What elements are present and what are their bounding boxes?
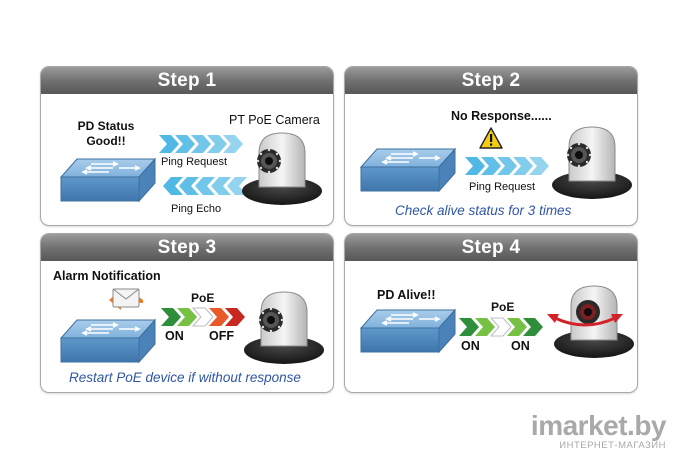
ptz-camera-icon (241, 286, 327, 368)
ptz-camera-icon (551, 280, 637, 362)
camera-label: PT PoE Camera (229, 113, 320, 127)
no-response-label: No Response...... (451, 109, 552, 123)
step-2-title: Step 2 (345, 67, 637, 94)
step-3-caption: Restart PoE device if without response (69, 370, 301, 385)
alarm-notification-label: Alarm Notification (53, 269, 161, 283)
step-2-caption: Check alive status for 3 times (395, 203, 572, 218)
step-1-panel: Step 1 PD Status Good!! Ping Re (40, 66, 334, 226)
ping-request-arrows (159, 133, 243, 155)
step-3-title: Step 3 (41, 234, 333, 261)
ping-request-label: Ping Request (469, 181, 536, 193)
poe-label: PoE (491, 300, 515, 314)
step-1-title: Step 1 (41, 67, 333, 94)
network-switch-icon (59, 157, 157, 207)
email-icon (63, 286, 143, 312)
poe-on-label: ON (165, 329, 184, 343)
imarket-watermark: imarket.by ИНТЕРНЕТ-МАГАЗИН (530, 410, 667, 451)
poe-on-arrows (459, 316, 543, 338)
ping-echo-label: Ping Echo (171, 203, 222, 215)
ping-request-label: Ping Request (161, 156, 228, 168)
network-switch-icon (59, 318, 157, 368)
poe-off-label: OFF (209, 329, 234, 343)
pd-status-label: PD Status Good!! (77, 119, 135, 148)
watermark-sub: ИНТЕРНЕТ-МАГАЗИН (559, 440, 666, 451)
poe-label: PoE (191, 291, 215, 305)
step-4-title: Step 4 (345, 234, 637, 261)
ping-request-arrows (465, 155, 549, 177)
network-switch-icon (359, 308, 457, 358)
pd-alive-label: PD Alive!! (377, 288, 436, 302)
ptz-camera-icon (239, 127, 325, 209)
network-switch-icon (359, 147, 457, 197)
step-2-panel: Step 2 No Response...... (344, 66, 638, 226)
ptz-camera-icon (549, 121, 635, 203)
warning-icon (479, 127, 503, 149)
ping-echo-arrows (163, 175, 247, 197)
poe-on-label-2: ON (511, 339, 530, 353)
rotate-arrow-icon (545, 310, 625, 332)
watermark-main: imarket.by (530, 410, 667, 441)
step-4-panel: Step 4 PD Alive!! PoE ON ON (344, 233, 638, 393)
poe-on-off-arrows (161, 306, 245, 328)
step-3-panel: Step 3 Alarm Notification PoE (40, 233, 334, 393)
poe-on-label-1: ON (461, 339, 480, 353)
